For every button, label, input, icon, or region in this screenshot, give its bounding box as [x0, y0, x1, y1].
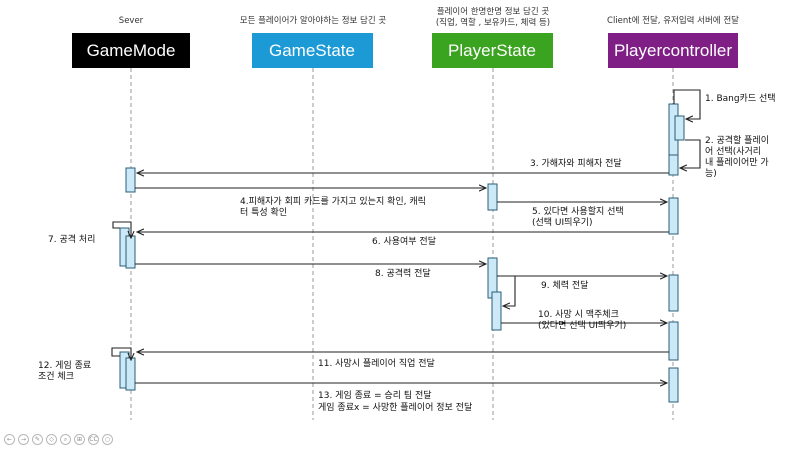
activation-pc-3	[668, 154, 679, 176]
zoom-icon[interactable]: ⌕	[60, 434, 71, 445]
arrow-12-self	[111, 347, 131, 360]
prev-slide-icon[interactable]: ←	[4, 434, 15, 445]
activation-gm-5	[125, 357, 136, 391]
activation-gm-3	[125, 235, 136, 269]
text-line: 조건 체크	[38, 371, 74, 382]
svg-text:GameState: GameState	[269, 41, 355, 60]
text-line: 어 선택(사거리	[705, 146, 761, 157]
actor-gamestate: GameState	[252, 33, 373, 68]
activation-ps-3	[491, 291, 502, 331]
text-line: 능)	[705, 168, 717, 179]
activation-ps-1	[487, 183, 498, 211]
message-3-label: 3. 가해자와 피해자 전달	[530, 157, 622, 169]
more-options-icon[interactable]: ○	[102, 434, 113, 445]
message-1-label: 1. Bang카드 선택	[705, 93, 776, 104]
next-slide-icon[interactable]: →	[18, 434, 29, 445]
grid-icon[interactable]: ⊞	[74, 434, 85, 445]
text-line: 13. 게임 종료 = 승리 팀 전달	[318, 389, 432, 401]
text-line: 4.피해자가 회피 카드를 가지고 있는지 확인, 캐릭	[240, 195, 426, 207]
pen-icon[interactable]: ✎	[32, 434, 43, 445]
text-line: 플레이어 한명한명 정보 담긴 곳	[437, 6, 550, 17]
text-line: (직업, 역할 , 보유카드, 체력 등)	[436, 17, 550, 28]
actor-caption-gamemode: Sever	[119, 16, 144, 26]
text-line: 게임 종료x = 사망한 플레이어 정보 전달	[318, 401, 472, 413]
text-line: 10. 사망 시 맥주체크	[538, 309, 619, 320]
activation-pc-7	[668, 367, 679, 403]
activation-pc-5	[668, 274, 679, 312]
svg-text:PlayerState: PlayerState	[448, 41, 536, 60]
actor-caption-playerstate: 플레이어 한명한명 정보 담긴 곳(직업, 역할 , 보유카드, 체력 등)	[436, 6, 550, 28]
text-line: 5. 있다면 사용할지 선택	[532, 205, 624, 217]
activation-pc-2	[674, 115, 685, 141]
actor-caption-gamestate: 모든 플레이어가 알아야하는 정보 담긴 곳	[240, 15, 387, 26]
message-10-label: 10. 사망 시 맥주체크(있다면 선택 UI띄우기)	[538, 309, 626, 331]
actor-caption-playercontroller: Client에 전달, 유저입력 서버에 전달	[607, 15, 739, 26]
text-line: 12. 게임 종료	[38, 359, 91, 371]
highlighter-icon[interactable]: ◇	[46, 434, 57, 445]
text-line: 2. 공격할 플레이	[705, 134, 769, 146]
subtitles-icon[interactable]: CC	[88, 434, 99, 445]
message-8-label: 8. 공격력 전달	[375, 267, 431, 279]
activation-pc-4	[668, 197, 679, 235]
actor-gamemode: GameMode	[72, 33, 190, 68]
message-7-label: 7. 공격 처리	[48, 233, 95, 245]
activation-gm-1	[125, 167, 136, 193]
text-line: 터 특성 확인	[240, 206, 287, 218]
text-line: 내 플레이어만 가	[705, 157, 769, 168]
text-line: (있다면 선택 UI띄우기)	[538, 319, 626, 331]
message-5-label: 5. 있다면 사용할지 선택(선택 UI띄우기)	[532, 205, 624, 228]
arrow-7-self	[112, 221, 131, 238]
svg-text:GameMode: GameMode	[87, 41, 176, 60]
actor-playerstate: PlayerState	[432, 33, 553, 68]
svg-text:Playercontroller: Playercontroller	[614, 41, 732, 60]
message-9-label: 9. 체력 전달	[541, 279, 588, 291]
activation-pc-6	[668, 321, 679, 361]
text-line: (선택 UI띄우기)	[532, 217, 593, 228]
message-11-label: 11. 사망시 플레이어 직업 전달	[318, 357, 435, 369]
arrow-1-self	[673, 89, 701, 119]
message-6-label: 6. 사용여부 전달	[372, 235, 436, 247]
actor-playercontroller: Playercontroller	[608, 33, 738, 68]
arrow-2-self	[680, 139, 701, 168]
